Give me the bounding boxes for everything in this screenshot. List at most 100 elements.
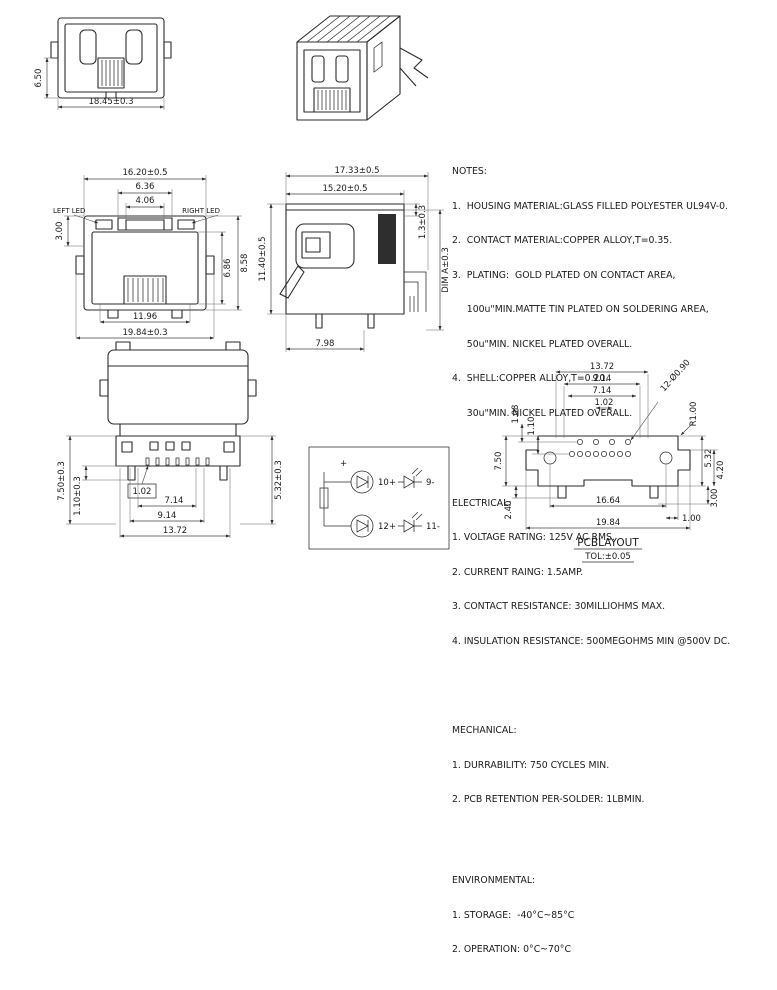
- circuit-plus-label: +: [340, 459, 347, 469]
- led-view-body: [75, 215, 215, 319]
- spec-line: 4. SHELL:COPPER ALLOY,T=0.20.: [452, 373, 609, 385]
- led-symbol-bottom: [350, 511, 423, 538]
- isometric-view: [296, 15, 429, 121]
- dim-height: 11.40±0.5: [258, 237, 268, 282]
- pcb-dim-1-10: 1.10: [527, 417, 537, 436]
- side-dims: 17.33±0.5 15.20±0.5 1.3±0.3 11.40±0.5 DI…: [258, 166, 451, 352]
- iso-hatch: [306, 15, 391, 73]
- bottom-pin-stubs: [145, 457, 210, 466]
- side-view: 17.33±0.5 15.20±0.5 1.3±0.3 11.40±0.5 DI…: [258, 166, 451, 352]
- electrical-section: ELECTRICAL: 1. VOLTAGE RATING: 125V AC R…: [452, 474, 774, 670]
- led-cathode-1: 9-: [426, 478, 434, 488]
- spec-line: 4. INSULATION RESISTANCE: 500MEGOHMS MIN…: [452, 635, 731, 647]
- spec-line: 3. CONTACT RESISTANCE: 30MILLIOHMS MAX.: [452, 601, 666, 613]
- pcb-dims: 13.72 9.14 7.14 1.02 1.08 1.10 7.50 2.40…: [494, 357, 726, 530]
- dim-13-72: 13.72: [163, 526, 187, 536]
- spec-line: 2. OPERATION: 0°C~70°C: [452, 944, 571, 956]
- dim-9-14: 9.14: [158, 511, 177, 521]
- iso-contacts: [317, 90, 347, 110]
- notes-section: NOTES: 1. HOUSING MATERIAL:GLASS FILLED …: [452, 143, 774, 442]
- led-view-dims: 16.20±0.5 6.36 4.06 LEFT LED RIGHT LED 3…: [53, 168, 250, 340]
- spec-line: 50u"MIN. NICKEL PLATED OVERALL.: [452, 338, 633, 350]
- dim-inner-slot: 4.06: [136, 196, 155, 206]
- spec-line: 2. PCB RETENTION PER-SOLDER: 1LBMIN.: [452, 794, 645, 806]
- pcb-dim-7-14: 7.14: [593, 386, 612, 396]
- pcb-dim-1-02: 1.02: [595, 398, 614, 408]
- bottom-body: [99, 341, 257, 481]
- dim-lip: 1.3±0.3: [418, 205, 428, 239]
- dim-7-14: 7.14: [165, 496, 184, 506]
- led-circuit: + 10+ 9- 12+ 11-: [308, 446, 450, 550]
- dim-a: DIM A±0.3: [441, 247, 451, 293]
- pcb-dim-13-72: 13.72: [590, 362, 614, 372]
- pcb-dim-1-00: 1.00: [682, 514, 701, 524]
- pcb-dim-9-14: 9.14: [593, 374, 612, 384]
- led-anode-2: 12+: [378, 522, 396, 532]
- dim-full-width: 19.84±0.3: [123, 328, 168, 338]
- pcb-dim-radius: R1.00: [689, 402, 699, 427]
- front-view-top: 6.50 18.45±0.3: [34, 17, 172, 110]
- spec-line: 1. DURRABILITY: 750 CYCLES MIN.: [452, 759, 610, 771]
- pcb-dim-3-00: 3.00: [710, 489, 720, 508]
- pcb-dim-7-50: 7.50: [494, 452, 504, 471]
- circuit-border: [308, 446, 450, 550]
- spec-line: 2. CONTACT MATERIAL:COPPER ALLOY,T=0.35.: [452, 235, 673, 247]
- led-symbol-top: [350, 467, 423, 494]
- pcb-dim-1-08: 1.08: [511, 405, 521, 424]
- electrical-title: ELECTRICAL:: [452, 497, 512, 509]
- pcb-dim-5-32: 5.32: [704, 449, 714, 468]
- dim-body-width: 16.20±0.5: [123, 168, 168, 178]
- dim-body-height: 8.58: [240, 254, 250, 273]
- pcb-dim-2-40: 2.40: [504, 501, 514, 520]
- bottom-dims: 1.02 7.14 9.14 13.72 7.50±0.3 1.10±0.3 5…: [57, 435, 284, 538]
- pcb-dim-19-84: 19.84: [596, 518, 620, 528]
- dim-width: 18.45±0.3: [89, 97, 134, 107]
- pcb-dim-4-20: 4.20: [716, 461, 726, 480]
- front-top-dims: 6.50 18.45±0.3: [34, 57, 165, 110]
- environmental-title: ENVIRONMENTAL:: [452, 875, 536, 886]
- left-led-label: LEFT LED: [53, 207, 85, 215]
- pcb-dim-16-64: 16.64: [596, 496, 620, 506]
- right-led-label: RIGHT LED: [182, 207, 220, 215]
- spec-line: 100u"MIN.MATTE TIN PLATED ON SOLDERING A…: [452, 304, 709, 316]
- spec-line: 2. CURRENT RAING: 1.5AMP.: [452, 566, 584, 578]
- spec-line: 1. HOUSING MATERIAL:GLASS FILLED POLYEST…: [452, 200, 729, 212]
- side-pins: [404, 271, 427, 312]
- pcb-outline: [525, 435, 691, 499]
- pcb-layout-title: PCBLAYOUT: [577, 537, 639, 549]
- led-view-contacts: [127, 278, 164, 302]
- led-cathode-2: 11-: [426, 522, 440, 532]
- environmental-section: ENVIRONMENTAL: 1. STORAGE: -40°C~85°C 2.…: [452, 852, 774, 979]
- dim-front-depth: 7.98: [316, 339, 335, 349]
- mechanical-section: MECHANICAL: 1. DURRABILITY: 750 CYCLES M…: [452, 702, 774, 829]
- dim-port-height: 6.86: [223, 259, 233, 278]
- pcb-layout-view: 13.72 9.14 7.14 1.02 1.08 1.10 7.50 2.40…: [494, 357, 726, 563]
- side-shield-area: [378, 214, 396, 264]
- pcb-tolerance: TOL:±0.05: [584, 552, 631, 562]
- dim-height: 6.50: [34, 69, 44, 88]
- bottom-assembly-view: 1.02 7.14 9.14 13.72 7.50±0.3 1.10±0.3 5…: [57, 341, 284, 538]
- dim-1-10: 1.10±0.3: [73, 476, 83, 516]
- side-body: [279, 203, 405, 329]
- spec-line: 1. STORAGE: -40°C~85°C: [452, 909, 575, 921]
- dim-outer-slot: 6.36: [136, 182, 155, 192]
- dim-body-depth: 15.20±0.5: [323, 184, 368, 194]
- mechanical-title: MECHANICAL:: [452, 725, 517, 737]
- dim-pin-pitch: 1.02: [133, 487, 152, 497]
- spec-line: 30u"MIN. NICKEL PLATED OVERALL.: [452, 407, 633, 419]
- spec-text: NOTES: 1. HOUSING MATERIAL:GLASS FILLED …: [452, 120, 774, 990]
- notes-title: NOTES:: [452, 166, 487, 178]
- dim-port-width: 11.96: [133, 312, 157, 322]
- iso-body: [296, 15, 401, 121]
- front-top-body: [50, 17, 172, 99]
- dim-7-50: 7.50±0.3: [57, 461, 67, 501]
- front-top-contacts: [101, 60, 123, 86]
- led-anode-1: 10+: [378, 478, 396, 488]
- spec-line: 1. VOLTAGE RATING: 125V AC RMS.: [452, 532, 615, 544]
- dim-full-depth: 17.33±0.5: [335, 166, 380, 176]
- circuit-left-component: [319, 472, 351, 527]
- dim-5-32: 5.32±0.3: [274, 460, 284, 500]
- spec-line: 3. PLATING: GOLD PLATED ON CONTACT AREA,: [452, 269, 676, 281]
- front-view-led: 16.20±0.5 6.36 4.06 LEFT LED RIGHT LED 3…: [53, 168, 250, 340]
- iso-ground-clip: [399, 47, 429, 87]
